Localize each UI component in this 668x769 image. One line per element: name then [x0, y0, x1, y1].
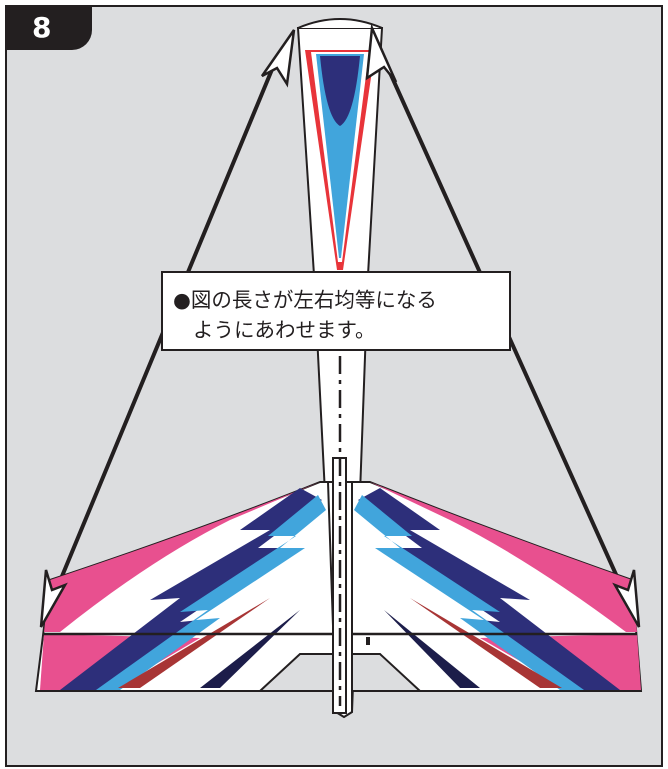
stab-dark-accent-left — [200, 610, 300, 688]
arrowhead-icon — [260, 29, 296, 88]
arrowhead-icon — [365, 23, 398, 83]
control-horn-slot — [366, 637, 370, 645]
stab-red-accent-left — [118, 598, 270, 688]
fin-navy-tip — [320, 56, 360, 126]
stab-blue-chevron-left — [96, 495, 326, 690]
fin-blue-stripe — [316, 54, 364, 258]
stab-pink-right — [370, 482, 637, 632]
stab-navy-chevron-left — [60, 488, 322, 690]
fin-top-cap — [297, 18, 383, 29]
instruction-line-2: ようにあわせます。 — [193, 318, 376, 342]
stab-navy-chevron-right — [358, 488, 620, 690]
arrowhead-icon — [39, 569, 68, 628]
instruction-callout: ●図の長さが左右均等になる ようにあわせます。 — [161, 271, 511, 351]
arrowhead-icon — [612, 569, 641, 628]
instruction-line-1: ●図の長さが左右均等になる — [173, 288, 437, 312]
stab-blue-chevron-right — [354, 495, 584, 690]
stab-dark-accent-right — [384, 610, 480, 688]
stab-pink-left — [44, 482, 320, 632]
step-number-badge: 8 — [6, 6, 92, 50]
stab-red-accent-right — [410, 598, 562, 688]
